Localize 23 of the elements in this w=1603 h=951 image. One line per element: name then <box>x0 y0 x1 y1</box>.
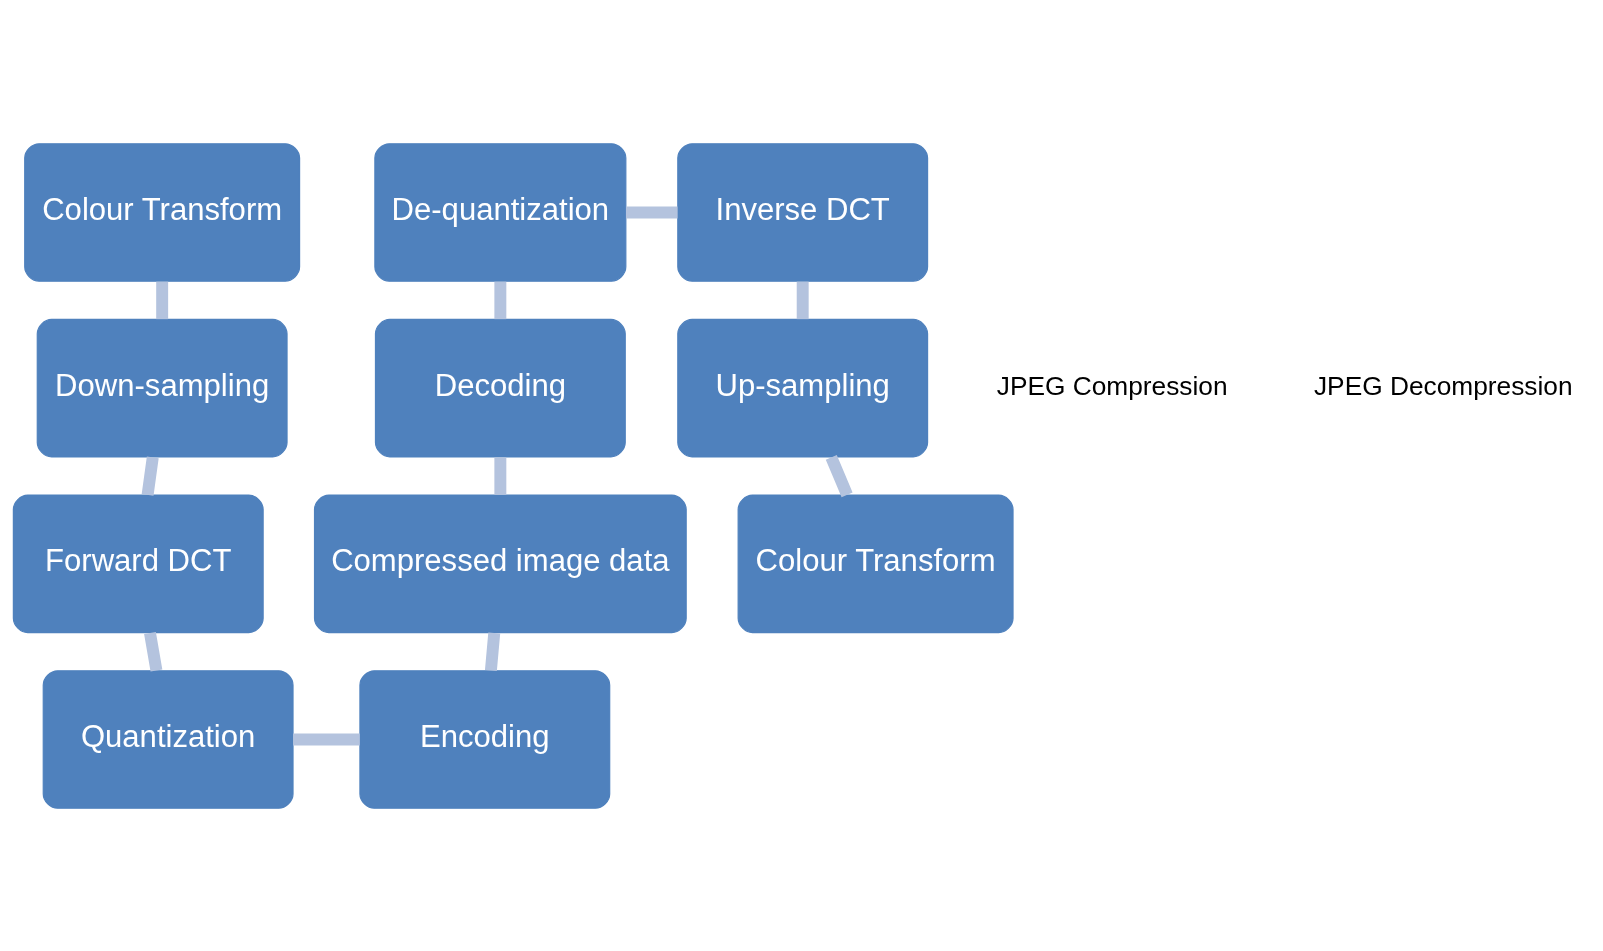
node-box: Down-sampling <box>36 318 288 457</box>
connector <box>144 631 163 671</box>
connector <box>796 281 809 319</box>
connector <box>484 632 501 671</box>
node-box: Compressed image data <box>313 494 687 633</box>
label: JPEG Compression <box>996 370 1228 401</box>
node-box: De-quantization <box>374 142 627 282</box>
node-box: Colour Transform <box>24 142 301 282</box>
node-box: Up-sampling <box>677 318 929 457</box>
node-box: Decoding <box>374 318 626 457</box>
connector <box>494 281 507 319</box>
label: JPEG Decompression <box>1313 370 1573 401</box>
node-box: Quantization <box>42 669 294 809</box>
node-box: Inverse DCT <box>677 142 929 282</box>
connector <box>156 281 169 319</box>
connector <box>494 456 507 495</box>
connector <box>293 733 360 745</box>
connector <box>626 206 678 218</box>
connector <box>825 454 853 497</box>
connector <box>141 456 159 496</box>
node-box: Forward DCT <box>12 494 264 633</box>
node-box: Colour Transform <box>737 494 1014 633</box>
node-box: Encoding <box>359 669 611 809</box>
